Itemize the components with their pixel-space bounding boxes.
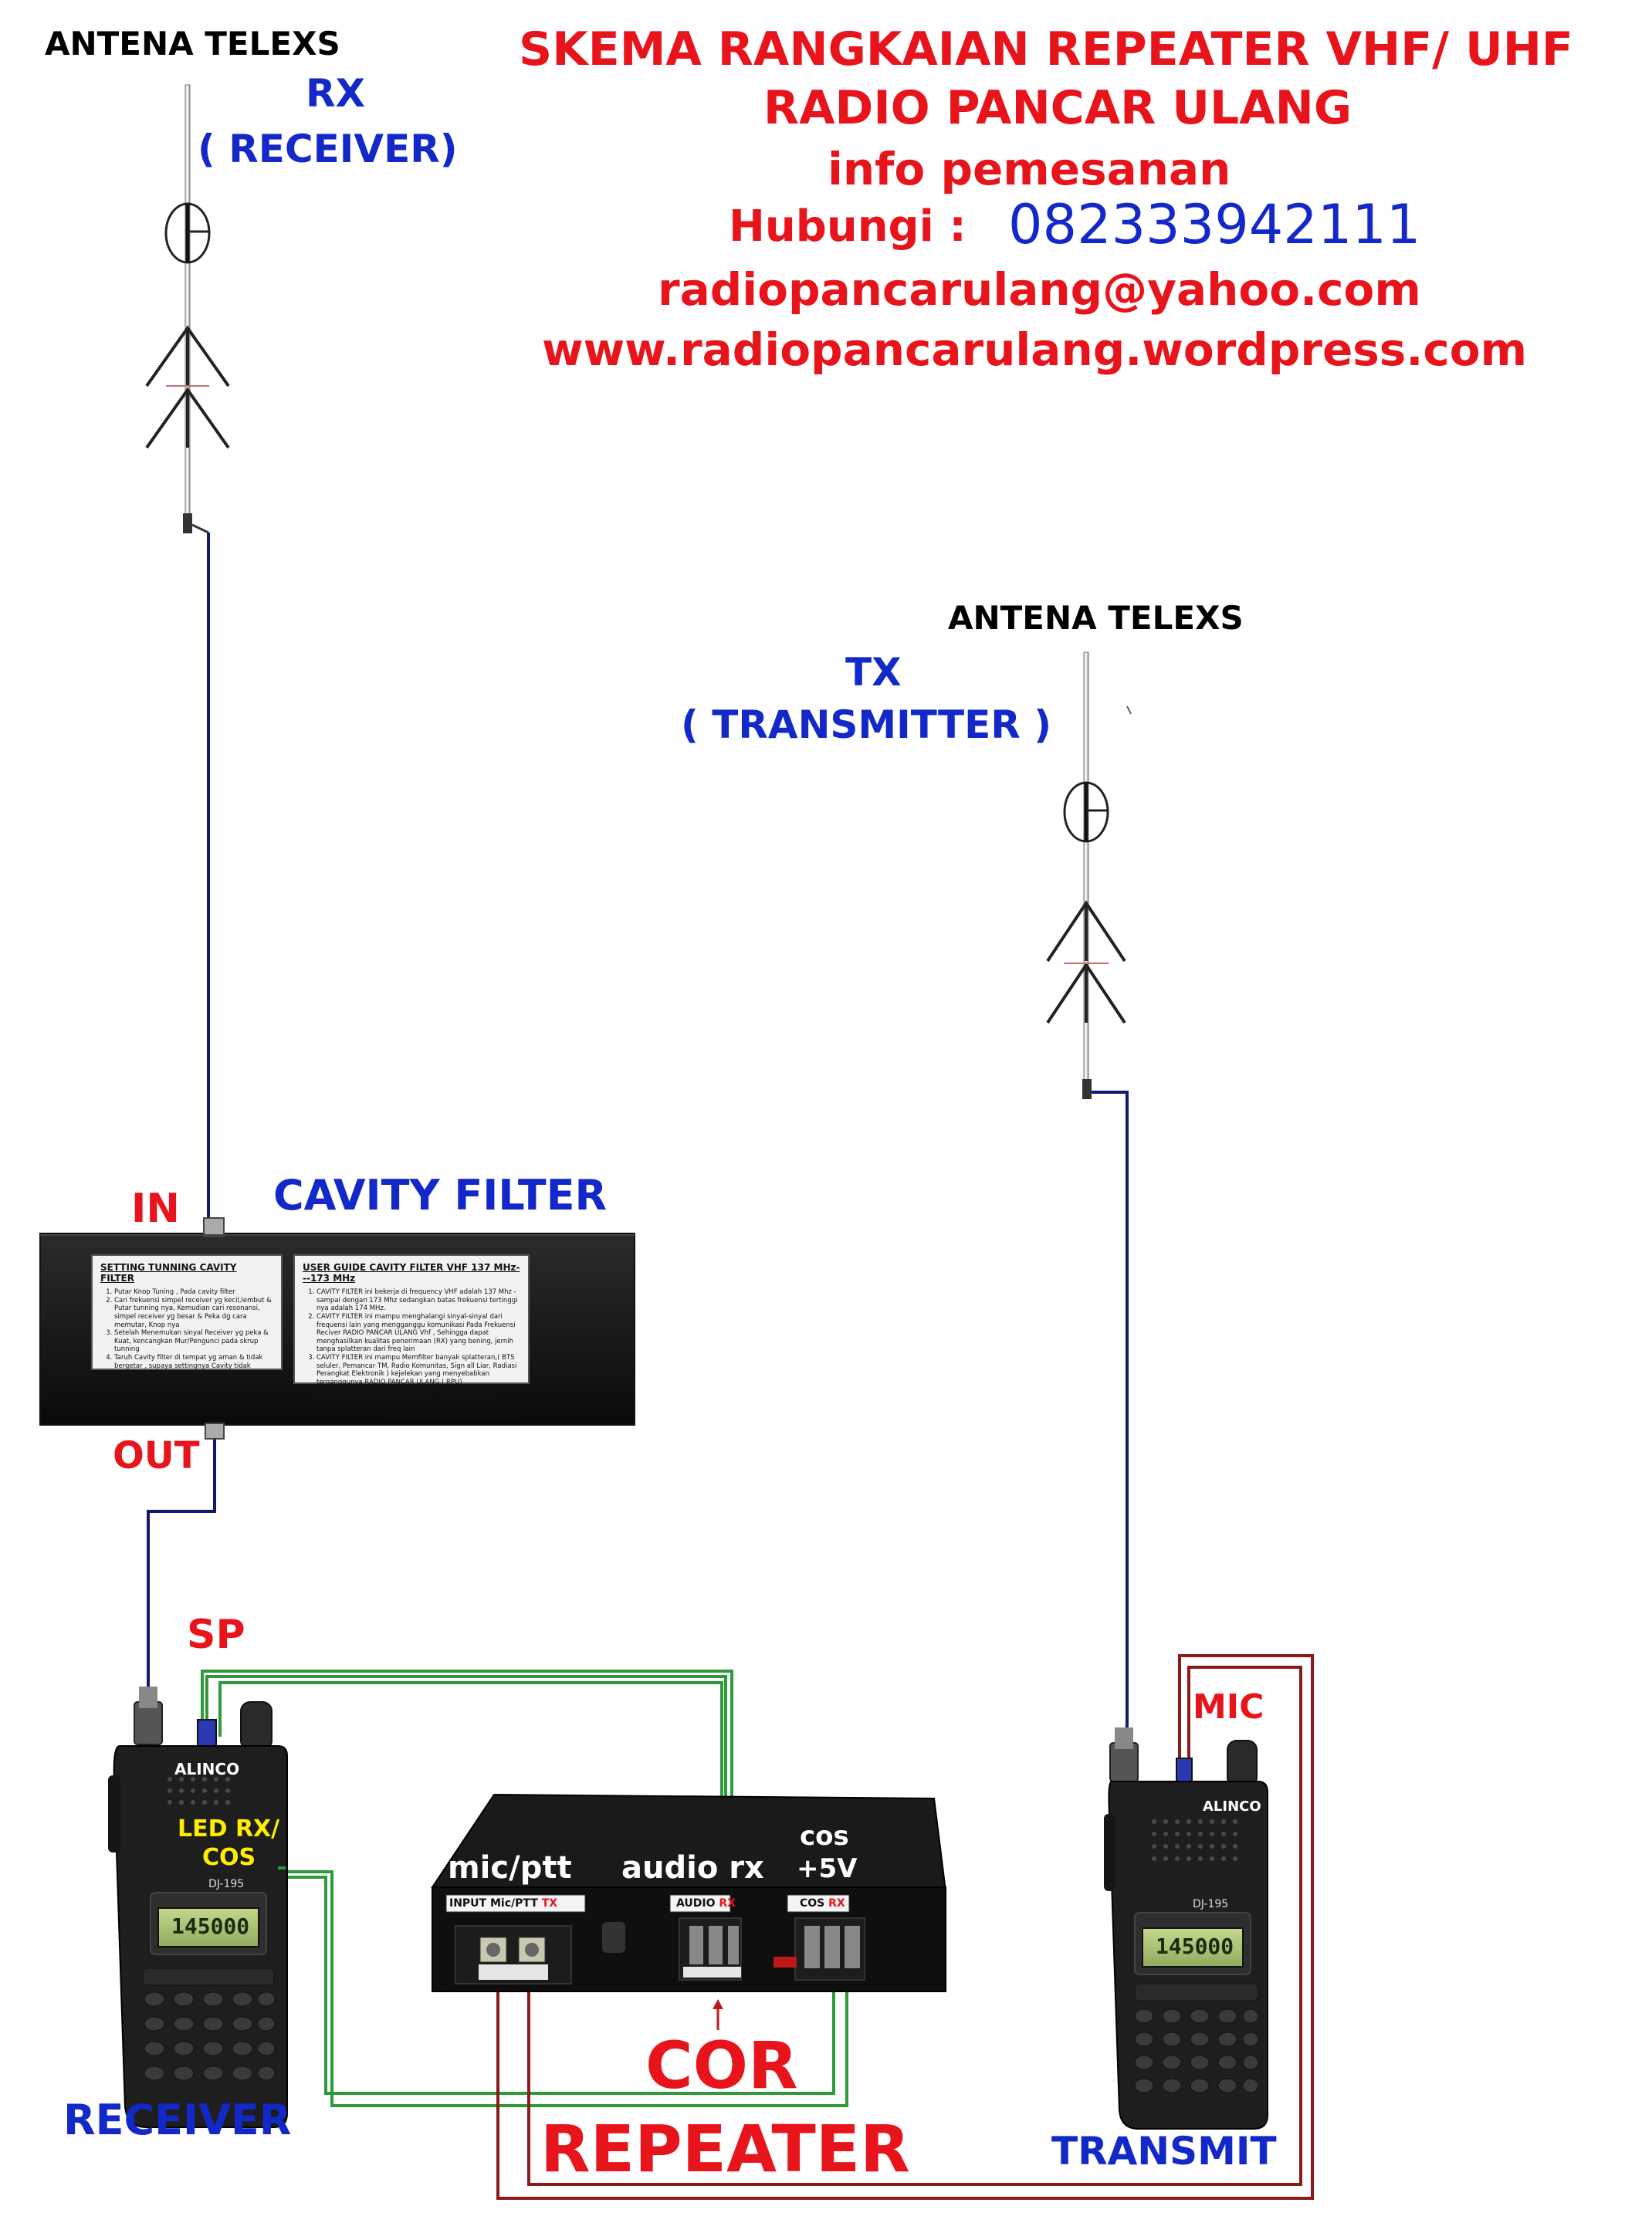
transmitter-brand: ALINCO (1203, 1798, 1261, 1815)
cor-input-plate-text: INPUT Mic/PTT (449, 1897, 538, 1910)
transmitter-mic-label: MIC (1193, 1687, 1264, 1727)
transmitter-volume-knob (1227, 1740, 1258, 1788)
header-phone: 082333942111 (1008, 193, 1421, 256)
transmitter-display: 145000 (1156, 1934, 1234, 1959)
cor-cos-voltage-label: +5V (797, 1853, 858, 1884)
list-item: Taruh Cavity filter di tempat yg aman & … (114, 1354, 273, 1379)
list-item: CAVITY FILTER ini mampu Memfilter banyak… (317, 1354, 520, 1387)
cavity-user-guide-list: CAVITY FILTER ini bekerja di frequency V… (303, 1288, 520, 1411)
cor-pot-knob (602, 1922, 625, 1953)
tx-antenna-code: TX (845, 650, 902, 695)
filter-in-connector (203, 1217, 225, 1237)
cavity-user-guide-note: USER GUIDE CAVITY FILTER VHF 137 MHz---1… (293, 1254, 530, 1422)
receiver-speaker-grille (168, 1777, 230, 1805)
list-item: Setelah Menemukan sinyal Receiver yg pek… (114, 1329, 273, 1354)
rx-antenna-radials (145, 325, 230, 449)
receiver-label: RECEIVER (63, 2096, 292, 2144)
transmitter-speaker-grille (1152, 1819, 1237, 1861)
receiver-radio (108, 1687, 288, 2128)
cor-input-plate-label: INPUT Mic/PTT TX (449, 1898, 557, 1909)
filter-out-label: OUT (113, 1434, 200, 1477)
coax-tx-antenna-to-transmitter (1092, 1091, 1129, 1761)
receiver-display: 145000 (171, 1913, 250, 1939)
cavity-setting-note-list: Putar Knop Tuning , Pada cavity filter C… (100, 1288, 273, 1395)
receiver-led-label-line2: COS (202, 1844, 256, 1871)
receiver-volume-knob (240, 1701, 273, 1751)
transmitter-keypad (1134, 1983, 1259, 2093)
cor-audio-plate-text: AUDIO (676, 1897, 716, 1910)
list-item: CAVITY FILTER ini mampu menghalangi siny… (317, 1313, 520, 1354)
header-contact-label: Hubungi : (729, 201, 966, 252)
cor-input-plate-suffix: TX (541, 1897, 558, 1910)
rx-antenna-mast (184, 84, 191, 526)
receiver-lcd (157, 1907, 259, 1947)
transmitter-mic-jack (1176, 1758, 1193, 1782)
cor-mic-ptt-terminal (455, 1925, 572, 1984)
list-item: Cavity Filter Siap di pergunakan di radi… (114, 1379, 273, 1395)
mic-ptt-wires (496, 1654, 1314, 2200)
wire-mic-ptt-2 (527, 1666, 1302, 2186)
receiver-sp-label: SP (187, 1612, 245, 1658)
list-item: CAVITY FILTER ini hanya Boleh di perguna… (317, 1387, 520, 1412)
tx-antenna-radials (1046, 900, 1126, 1024)
list-item: Putar Knop Tuning , Pada cavity filter (114, 1288, 273, 1297)
cor-cos-plate (787, 1894, 850, 1913)
rx-antenna-role: ( RECEIVER) (198, 127, 458, 171)
repeater-label: REPEATER (540, 2111, 910, 2187)
cor-pointer-arrow (713, 1999, 723, 2009)
cor-audio-plate-label: AUDIO RX (676, 1898, 736, 1909)
filter-in-label: IN (131, 1186, 180, 1232)
rx-antenna (145, 84, 230, 534)
cor-cos-plate-label: COS RX (800, 1898, 845, 1909)
cor-repeater-box (431, 1793, 947, 2030)
tx-antenna-role: ( TRANSMITTER ) (681, 702, 1052, 747)
cor-cos-label: cos (800, 1821, 849, 1852)
receiver-bnc-connector (134, 1701, 163, 1745)
cor-audio-rx-label: audio rx (621, 1850, 764, 1886)
tx-antenna (1046, 651, 1132, 1099)
receiver-speaker-jack (197, 1719, 217, 1747)
tx-antenna-name: ANTENA TELEXS (948, 599, 1244, 637)
receiver-led-label-line1: LED RX/ (178, 1815, 280, 1842)
cavity-user-guide-signature: Design by pancar elektronik , Jawa Timur (385, 1414, 520, 1423)
header-website: www.radiopancarulang.wordpress.com (542, 323, 1528, 376)
wire-mic-ptt-1 (496, 1654, 1314, 2200)
cor-cos-plate-suffix: RX (828, 1897, 845, 1910)
filter-out-connector (205, 1423, 225, 1440)
list-item: CAVITY FILTER ini bekerja di frequency V… (317, 1288, 520, 1313)
receiver-model: DJ-195 (208, 1878, 245, 1890)
transmitter-model: DJ-195 (1193, 1898, 1229, 1910)
transmitter-label: TRANSMIT (1051, 2129, 1277, 2174)
cavity-setting-note-title: SETTING TUNNING CAVITY FILTER (100, 1262, 237, 1284)
cor-cos-terminal (774, 1917, 865, 1981)
rx-antenna-connector (183, 513, 192, 533)
receiver-brand: ALINCO (174, 1760, 240, 1778)
cor-audio-plate (669, 1894, 731, 1913)
coax-filter-out-to-receiver (147, 1434, 216, 1698)
list-item: Cari frekuensi simpel receiver yg kecil,… (114, 1297, 273, 1330)
rx-antenna-code: RX (306, 71, 366, 116)
cavity-filter-title: CAVITY FILTER (273, 1171, 608, 1220)
cor-cos-plate-text: COS (800, 1897, 825, 1910)
cor-mic-ptt-label: mic/ptt (448, 1850, 572, 1886)
cor-input-plate (445, 1894, 586, 1913)
receiver-keypad (142, 1968, 276, 2081)
wire-led-cos-1 (282, 1870, 848, 2107)
tx-antenna-connector (1082, 1079, 1092, 1099)
cor-audio-terminal (679, 1917, 742, 1981)
cavity-user-guide-title: USER GUIDE CAVITY FILTER VHF 137 MHz---1… (303, 1262, 520, 1284)
cor-audio-plate-suffix: RX (719, 1897, 736, 1910)
wire-led-cos-2 (282, 1876, 835, 2095)
transmitter-lcd (1142, 1927, 1244, 1968)
header-title-line3: info pemesanan (828, 143, 1231, 195)
transmitter-radio (1104, 1727, 1268, 2130)
header-title-line1: SKEMA RANGKAIAN REPEATER VHF/ UHF (519, 22, 1573, 76)
rx-antenna-name: ANTENA TELEXS (45, 25, 340, 63)
header-title-line2: RADIO PANCAR ULANG (763, 81, 1352, 135)
header-email: radiopancarulang@yahoo.com (658, 263, 1421, 316)
cor-label: COR (645, 2028, 798, 2103)
cavity-setting-note: SETTING TUNNING CAVITY FILTER Putar Knop… (91, 1254, 283, 1395)
